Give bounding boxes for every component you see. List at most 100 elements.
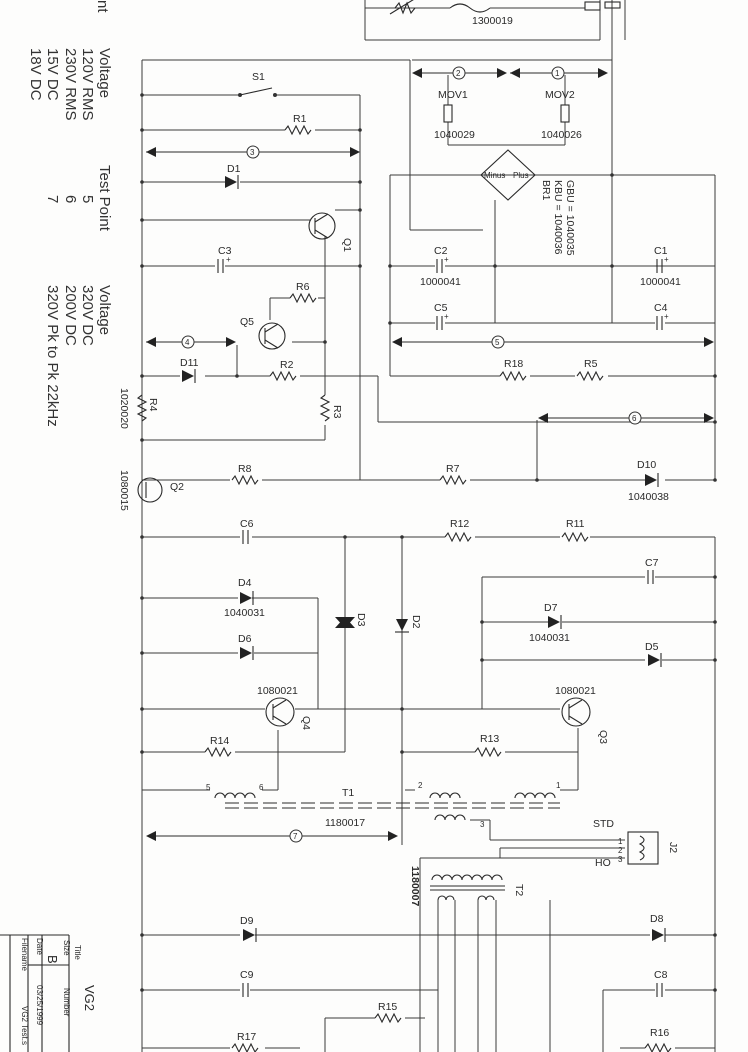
junction-dot bbox=[713, 420, 717, 424]
r1-label: R1 bbox=[293, 113, 307, 125]
tp4-arrow-left bbox=[146, 337, 156, 347]
junction-dot bbox=[140, 218, 144, 222]
d3-label: D3 bbox=[355, 613, 367, 627]
r14-label: R14 bbox=[210, 735, 229, 747]
c2-part-number: 1000041 bbox=[420, 276, 461, 288]
junction-dot bbox=[713, 988, 717, 992]
tp3-number: 3 bbox=[250, 148, 255, 157]
d11-label: D11 bbox=[180, 357, 199, 369]
q1-collector bbox=[314, 213, 329, 223]
ho-label: HO bbox=[595, 857, 611, 869]
c4-plus: + bbox=[664, 312, 669, 321]
r7-resistor-symbol bbox=[439, 474, 467, 486]
date-label: Date bbox=[35, 938, 44, 955]
junction-dot bbox=[140, 750, 144, 754]
junction-dot bbox=[388, 321, 392, 325]
junction-dot bbox=[535, 478, 539, 482]
c5-label: C5 bbox=[434, 302, 448, 314]
c2-plus: + bbox=[444, 255, 449, 264]
br1-bridge-symbol bbox=[480, 149, 536, 201]
junction-dot bbox=[713, 478, 717, 482]
t2-part-number: 1180007 bbox=[409, 866, 421, 906]
t2-winding-bottom bbox=[437, 895, 495, 901]
d6-label: D6 bbox=[238, 633, 252, 645]
junction-dot bbox=[140, 933, 144, 937]
tp4-marker bbox=[181, 335, 195, 349]
top-resistor-symbol bbox=[394, 1, 416, 15]
d4-part-number: 1040031 bbox=[224, 607, 265, 619]
r17-label: R17 bbox=[237, 1031, 256, 1043]
mov2-part-number: 1040026 bbox=[541, 129, 582, 141]
left-row-1: 120V RMS bbox=[79, 48, 96, 121]
junction-dot bbox=[343, 535, 347, 539]
d4-diode-symbol bbox=[240, 592, 252, 604]
t1-pin3: 3 bbox=[480, 820, 485, 829]
r1-resistor-symbol bbox=[284, 124, 312, 136]
j2-pin1: 1 bbox=[618, 837, 623, 846]
junction-dot bbox=[140, 651, 144, 655]
junction-dot bbox=[480, 658, 484, 662]
d7-label: D7 bbox=[544, 602, 558, 614]
r12-resistor-symbol bbox=[444, 531, 472, 543]
q2-mosfet-symbol bbox=[137, 477, 163, 503]
q5-label: Q5 bbox=[240, 316, 254, 328]
q4-label: Q4 bbox=[300, 716, 312, 730]
junction-dot bbox=[713, 658, 717, 662]
q2-part-number: 1080015 bbox=[118, 470, 130, 511]
wiring bbox=[141, 0, 716, 1052]
d5-label: D5 bbox=[645, 641, 659, 653]
date-value: 03/25/1999 bbox=[35, 985, 44, 1026]
d9-diode-symbol bbox=[243, 929, 255, 941]
q3-emitter bbox=[568, 715, 583, 725]
tp2-arrow-left bbox=[412, 68, 422, 78]
r5-label: R5 bbox=[584, 358, 598, 370]
d5-diode-symbol bbox=[648, 654, 660, 666]
mov1-symbol bbox=[443, 104, 453, 123]
tp3-arrow-left bbox=[146, 147, 156, 157]
filename-value: VG2 Test.s bbox=[20, 1006, 29, 1045]
br1-minus: Minus bbox=[484, 171, 505, 180]
d2-label: D2 bbox=[410, 615, 422, 629]
s1-switch-blade bbox=[239, 87, 273, 96]
r4-label: R4 bbox=[147, 398, 159, 412]
junction-dot bbox=[140, 596, 144, 600]
r2-resistor-symbol bbox=[269, 370, 297, 382]
mov1-label: MOV1 bbox=[438, 89, 468, 101]
size-value: B bbox=[45, 955, 60, 964]
junction-dot bbox=[235, 374, 239, 378]
number-label: Number bbox=[62, 988, 71, 1017]
c1-label: C1 bbox=[654, 245, 668, 257]
d8-label: D8 bbox=[650, 913, 664, 925]
r5-resistor-symbol bbox=[576, 370, 604, 382]
size-label: Size bbox=[62, 940, 71, 956]
t1-pin5: 5 bbox=[206, 783, 211, 792]
junction-dot bbox=[388, 264, 392, 268]
d1-label: D1 bbox=[227, 163, 241, 175]
tp5-arrow-right bbox=[704, 337, 714, 347]
r3-label: R3 bbox=[331, 405, 343, 419]
c3-plus: + bbox=[226, 255, 231, 264]
t1-winding-center bbox=[429, 792, 461, 799]
d1-diode-symbol bbox=[225, 176, 237, 188]
tp3-arrow-right bbox=[350, 147, 360, 157]
r17-resistor-symbol bbox=[231, 1042, 259, 1052]
tp1-arrow-right bbox=[598, 68, 608, 78]
tp3-marker bbox=[246, 145, 260, 159]
fuse-symbol bbox=[449, 3, 491, 13]
t1-pin1: 1 bbox=[556, 781, 561, 790]
junction-dot bbox=[140, 988, 144, 992]
j2-connector-symbol bbox=[627, 831, 659, 865]
right-row-3: 320V Pk to Pk 22kHz bbox=[44, 285, 61, 427]
junction-dot bbox=[140, 128, 144, 132]
right-row-2: 200V DC bbox=[62, 285, 79, 346]
junction-dot bbox=[140, 374, 144, 378]
tp1-marker bbox=[551, 66, 565, 80]
tp1-arrow-left bbox=[510, 68, 520, 78]
q1-label: Q1 bbox=[341, 238, 353, 252]
j2-label: J2 bbox=[667, 842, 679, 853]
top-connector-2 bbox=[604, 1, 621, 9]
q3-part-number: 1080021 bbox=[555, 685, 596, 697]
test-point-header: Test Point bbox=[96, 165, 113, 232]
junction-dot bbox=[358, 264, 362, 268]
